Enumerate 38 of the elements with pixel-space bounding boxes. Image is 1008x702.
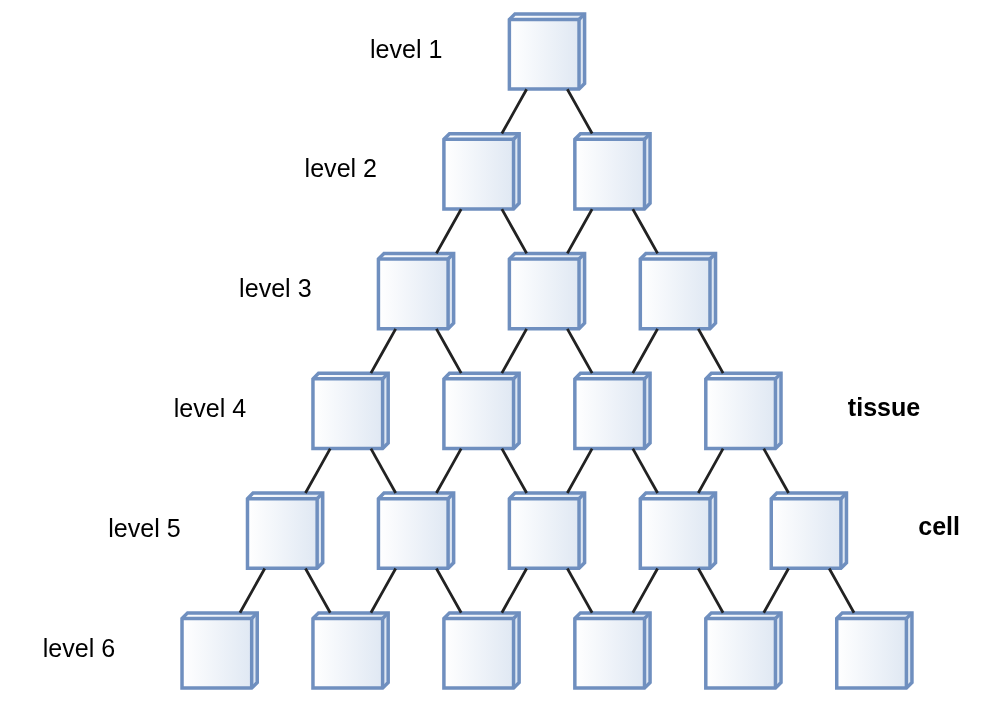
connector: [500, 567, 528, 614]
connector: [565, 448, 593, 494]
connector: [565, 88, 593, 135]
connector: [303, 567, 331, 614]
connector: [369, 567, 397, 614]
connector: [631, 208, 659, 255]
connector: [434, 567, 462, 614]
connector: [696, 448, 724, 494]
connector: [238, 567, 266, 614]
label: tissue: [847, 392, 920, 421]
label: level 5: [107, 513, 181, 542]
label: cell: [917, 512, 960, 541]
connector: [631, 328, 659, 374]
connector: [500, 208, 528, 255]
label: level 2: [304, 154, 377, 183]
connector: [500, 88, 528, 135]
connector: [303, 448, 331, 494]
connector: [696, 567, 724, 614]
connector: [696, 328, 724, 374]
connector: [565, 328, 593, 374]
connector: [434, 208, 462, 255]
label: level 6: [42, 633, 115, 662]
connector: [565, 208, 593, 255]
connector: [369, 448, 397, 494]
connector: [500, 328, 528, 374]
label: level 3: [238, 274, 312, 303]
connector: [369, 328, 397, 374]
connector: [434, 328, 462, 374]
connector: [565, 567, 593, 614]
connector: [500, 448, 528, 494]
connector: [762, 567, 790, 614]
connector: [631, 567, 659, 614]
connector: [827, 567, 855, 614]
connector: [762, 448, 790, 494]
label: level 1: [369, 34, 443, 63]
connector: [631, 448, 659, 494]
connector: [434, 448, 462, 494]
label: level 4: [173, 394, 246, 423]
